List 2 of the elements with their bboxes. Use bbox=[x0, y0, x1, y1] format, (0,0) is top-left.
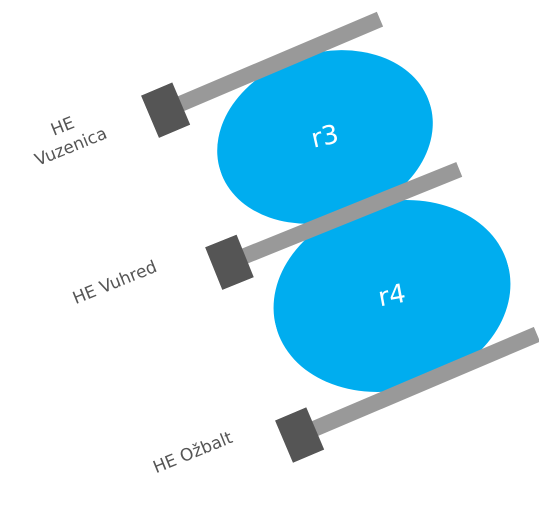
reservoir-label: r3 bbox=[307, 118, 343, 157]
reservoir-label: r4 bbox=[374, 278, 410, 316]
